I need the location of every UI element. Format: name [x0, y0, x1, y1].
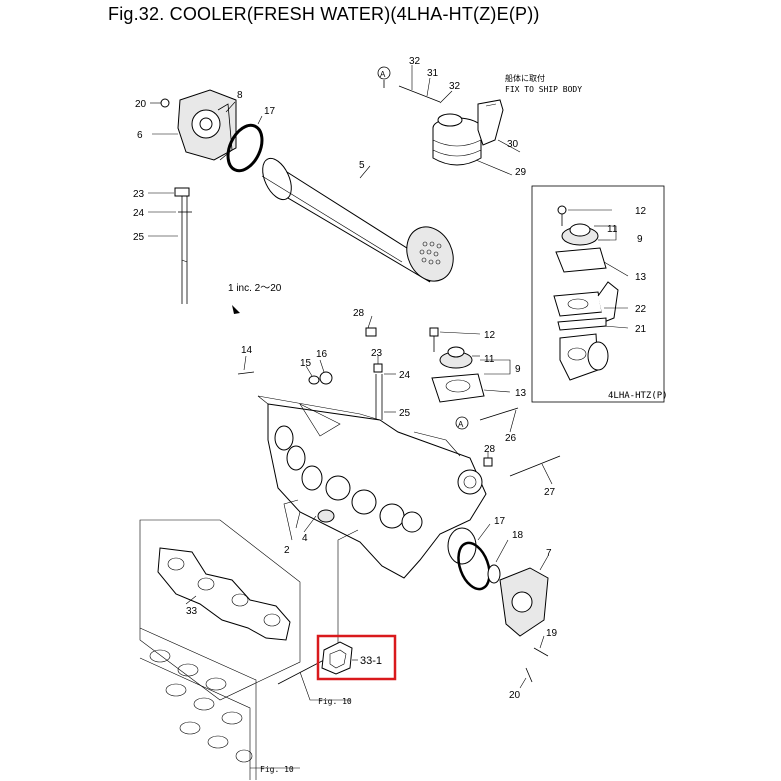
- callout-2: 2: [284, 545, 290, 556]
- reference-a-label-top: A: [380, 70, 386, 79]
- highlight-box: [316, 634, 397, 681]
- note-ship-body-en: FIX TO SHIP BODY: [505, 85, 582, 94]
- callout-13-inset: 13: [635, 272, 647, 283]
- callout-23-mid: 23: [371, 348, 383, 359]
- note-includes: 1 inc. 2～20: [228, 283, 282, 294]
- fig10-reference-mid: Fig. 10: [318, 697, 352, 706]
- inset-4lha-htz-p: 12 11 9 13 22 21 4LHA-HTZ(P): [531, 185, 668, 403]
- callout-17-top: 17: [264, 106, 276, 117]
- gasket-panel-33: 33: [139, 519, 301, 701]
- callout-26: 26: [505, 433, 517, 444]
- bolt-12-inset: [557, 205, 567, 215]
- callout-25-mid: 25: [399, 408, 411, 419]
- callout-22: 22: [635, 304, 647, 315]
- reference-a-label-main: A: [458, 420, 464, 429]
- inset-frame: [531, 185, 665, 403]
- cooler-end-cover-group: 20 8 17 6 23 24 25: [133, 89, 276, 304]
- small-parts-mid: 14 15 16 23 24 25 28: [237, 308, 411, 420]
- highlight-33-1: 33-1: [316, 634, 397, 681]
- inset-caption: 4LHA-HTZ(P): [608, 391, 668, 401]
- callout-20-bottom: 20: [509, 690, 521, 701]
- callout-17-bottom: 17: [494, 516, 506, 527]
- thermostat-assembly: 12 11 9 13 A 26: [365, 315, 527, 444]
- o-ring-18: [487, 564, 501, 584]
- callout-32-bottom: 32: [449, 81, 461, 92]
- callout-24-mid: 24: [399, 370, 411, 381]
- callout-5: 5: [359, 160, 365, 171]
- fitting-23-top: [174, 187, 190, 197]
- fig10-reference-bottom: Fig. 10: [260, 765, 294, 774]
- callout-6: 6: [137, 130, 143, 141]
- callout-33: 33: [186, 606, 198, 617]
- callout-25-top: 25: [133, 232, 145, 243]
- callout-8: 8: [237, 90, 243, 101]
- cooler-housing: 27 28 2 4: [257, 395, 561, 579]
- bolt-20-top: [160, 98, 170, 108]
- washer-15: [308, 375, 320, 385]
- callout-9-main: 9: [515, 364, 521, 375]
- callout-33-1: 33-1: [360, 655, 382, 667]
- plug-16: [319, 371, 333, 385]
- callout-27: 27: [544, 487, 556, 498]
- callout-18: 18: [512, 530, 524, 541]
- callout-32-top: 32: [409, 56, 421, 67]
- callout-21: 21: [635, 324, 647, 335]
- callout-24-top: 24: [133, 208, 145, 219]
- callout-19: 19: [546, 628, 558, 639]
- callout-7: 7: [546, 548, 552, 559]
- cooler-tube-5: 5: [261, 157, 454, 283]
- callout-12-main: 12: [484, 330, 496, 341]
- reference-a-marker-top: [377, 66, 391, 80]
- callout-29: 29: [515, 167, 527, 178]
- page-title: Fig.32. COOLER(FRESH WATER)(4LHA-HT(Z)E(…: [108, 4, 540, 24]
- callout-11-inset: 11: [607, 224, 618, 235]
- callout-23-top: 23: [133, 189, 145, 200]
- outlet-cover-group: 17 18 7 19 20: [457, 516, 558, 701]
- callout-14: 14: [241, 345, 253, 356]
- callout-15: 15: [300, 358, 312, 369]
- reference-a-marker-main: [455, 416, 469, 430]
- filter-assembly: A 32 31 32 30 29 船体に取付 FIX TO SHIP BODY: [377, 56, 582, 178]
- o-ring-17-bottom: [457, 541, 491, 591]
- fitting-23-mid: [373, 363, 383, 373]
- bolt-12-main: [429, 327, 439, 337]
- callout-9-inset: 9: [637, 234, 643, 245]
- nut-28-top: [365, 327, 377, 337]
- pointer-arrow: [232, 305, 240, 314]
- o-ring-17-top: [226, 123, 264, 173]
- callout-31: 31: [427, 68, 439, 79]
- callout-30: 30: [507, 139, 519, 150]
- callout-16: 16: [316, 349, 328, 360]
- callout-12-inset: 12: [635, 206, 647, 217]
- callout-11-main: 11: [484, 354, 495, 365]
- nut-28-mid: [483, 457, 493, 467]
- callout-28-mid: 28: [484, 444, 496, 455]
- callout-28-top: 28: [353, 308, 365, 319]
- callout-20-top: 20: [135, 99, 147, 110]
- note-ship-body-jp: 船体に取付: [505, 73, 545, 83]
- engine-block: Fig. 10: [139, 627, 300, 780]
- stud-bolt-fig10: Fig. 10: [277, 529, 359, 706]
- callout-13-main: 13: [515, 388, 527, 399]
- callout-4: 4: [302, 533, 308, 544]
